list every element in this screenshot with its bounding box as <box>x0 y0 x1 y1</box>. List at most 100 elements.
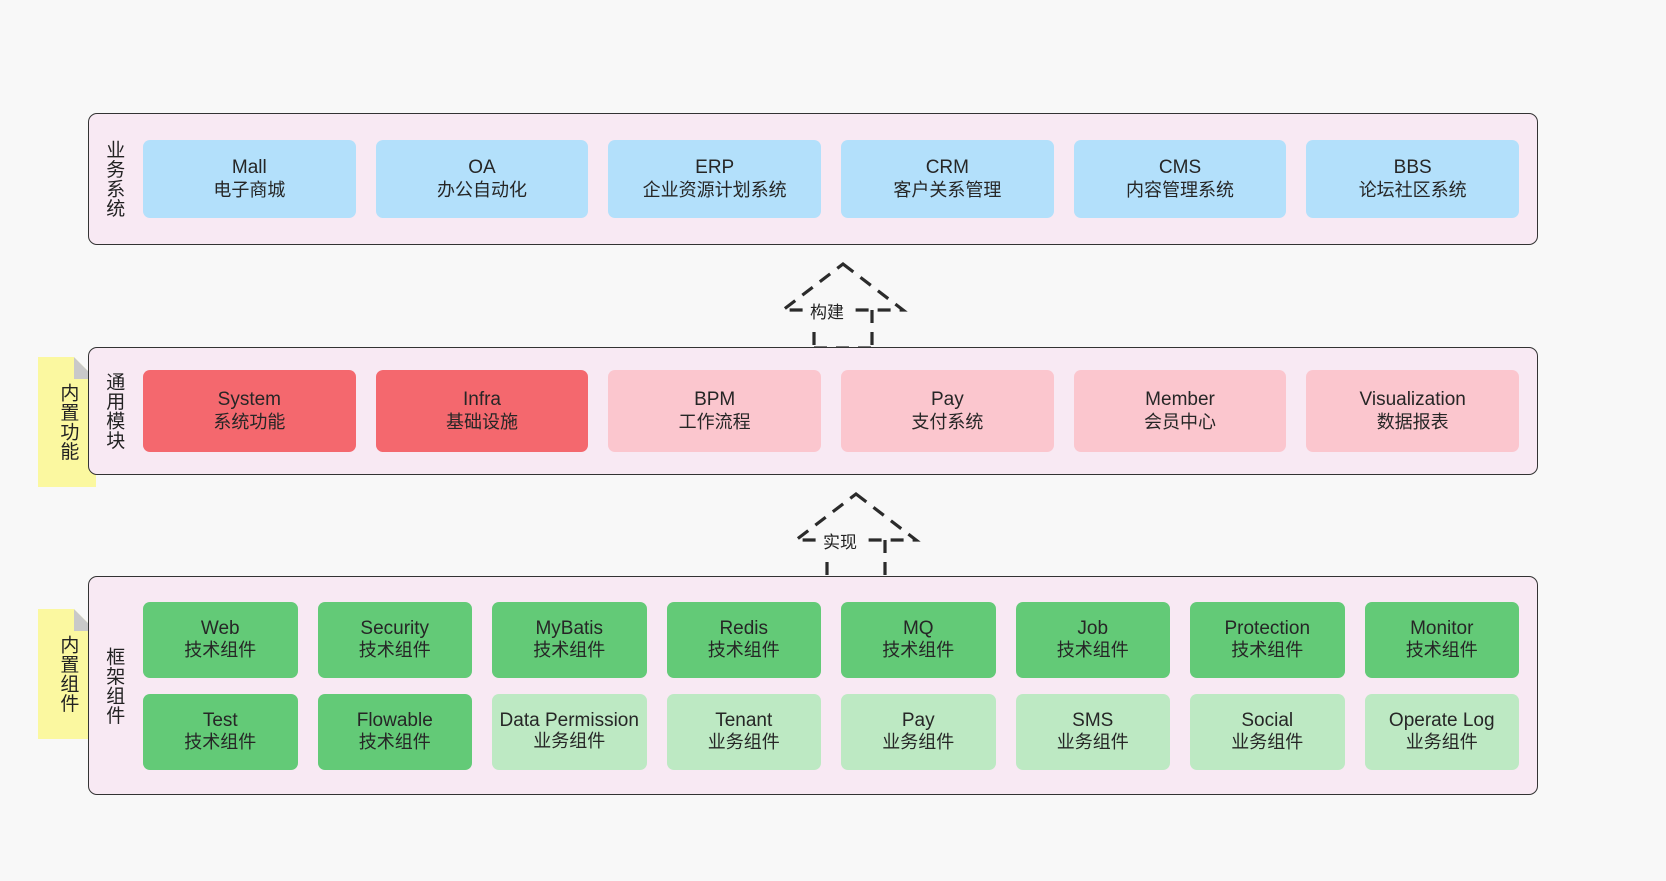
box-sms[interactable]: SMS 业务组件 <box>1015 693 1170 770</box>
box-title-en: CRM <box>925 157 969 179</box>
box-member[interactable]: Member 会员中心 <box>1073 370 1287 452</box>
box-title-en: Monitor <box>1410 617 1474 639</box>
box-title-cn: 业务组件 <box>1056 732 1129 753</box>
layer-title-common-modules: 通用模块 <box>103 372 125 450</box>
box-mq[interactable]: MQ 技术组件 <box>841 601 996 678</box>
box-title-cn: 工作流程 <box>678 411 751 432</box>
box-title-en: Data Permission <box>499 709 639 731</box>
box-title-cn: 业务组件 <box>882 732 955 753</box>
layer-title-business-systems: 业务系统 <box>103 140 125 218</box>
box-erp[interactable]: ERP 企业资源计划系统 <box>608 140 822 218</box>
connector-label-build: 构建 <box>807 298 847 323</box>
box-social[interactable]: Social 业务组件 <box>1190 693 1345 770</box>
box-title-en: Pay <box>901 709 935 731</box>
box-protection[interactable]: Protection 技术组件 <box>1190 601 1345 678</box>
layer-business-systems: 业务系统 Mall 电子商城 OA 办公自动化 ERP 企业资源计划系统 CRM… <box>88 113 1538 245</box>
box-title-en: OA <box>468 157 496 179</box>
layer-framework-components: 框架组件 Web 技术组件 Security 技术组件 MyBatis 技术组件… <box>88 576 1538 795</box>
box-title-cn: 数据报表 <box>1376 411 1449 432</box>
box-title-en: Job <box>1077 617 1109 639</box>
box-title-cn: 系统功能 <box>213 411 286 432</box>
box-tenant[interactable]: Tenant 业务组件 <box>666 693 821 770</box>
note-label: 内置功能 <box>57 383 79 461</box>
box-title-en: CMS <box>1158 157 1202 179</box>
connector-build: 构建 <box>755 258 935 350</box>
box-title-cn: 技术组件 <box>358 640 431 661</box>
box-title-en: Security <box>360 617 430 639</box>
box-title-cn: 技术组件 <box>1231 640 1304 661</box>
box-job[interactable]: Job 技术组件 <box>1015 601 1170 678</box>
layer-row: Web 技术组件 Security 技术组件 MyBatis 技术组件 Redi… <box>143 601 1519 678</box>
box-title-en: Protection <box>1224 617 1311 639</box>
box-title-en: Test <box>202 709 238 731</box>
box-crm[interactable]: CRM 客户关系管理 <box>841 140 1054 218</box>
box-title-en: Flowable <box>356 709 433 731</box>
box-pay-module[interactable]: Pay 支付系统 <box>841 370 1054 452</box>
box-title-cn: 技术组件 <box>184 640 257 661</box>
layer-row: System 系统功能 Infra 基础设施 BPM 工作流程 Pay 支付系统… <box>143 370 1520 452</box>
box-title-en: MyBatis <box>535 617 604 639</box>
box-bbs[interactable]: BBS 论坛社区系统 <box>1306 140 1520 218</box>
box-title-cn: 技术组件 <box>184 732 257 753</box>
box-mybatis[interactable]: MyBatis 技术组件 <box>492 601 647 678</box>
box-title-cn: 基础设施 <box>446 411 518 432</box>
connector-label-implement: 实现 <box>820 528 860 553</box>
box-title-cn: 内容管理系统 <box>1126 179 1235 200</box>
box-title-cn: 论坛社区系统 <box>1358 179 1467 200</box>
layer-body-business-systems: Mall 电子商城 OA 办公自动化 ERP 企业资源计划系统 CRM 客户关系… <box>137 114 1537 244</box>
box-flowable[interactable]: Flowable 技术组件 <box>317 693 472 770</box>
box-bpm[interactable]: BPM 工作流程 <box>608 370 822 452</box>
box-monitor[interactable]: Monitor 技术组件 <box>1364 601 1519 678</box>
box-data-permission[interactable]: Data Permission 业务组件 <box>492 693 647 770</box>
box-mall[interactable]: Mall 电子商城 <box>143 140 356 218</box>
box-title-en: Member <box>1145 389 1215 411</box>
box-title-en: Pay <box>930 389 964 411</box>
box-title-cn: 支付系统 <box>911 411 984 432</box>
connector-implement: 实现 <box>768 488 948 580</box>
box-oa[interactable]: OA 办公自动化 <box>375 140 589 218</box>
layer-common-modules: 通用模块 System 系统功能 Infra 基础设施 BPM 工作流程 Pay… <box>88 347 1538 475</box>
note-label: 内置组件 <box>57 635 79 713</box>
box-title-cn: 技术组件 <box>1056 640 1129 661</box>
box-title-cn: 会员中心 <box>1144 411 1217 432</box>
box-title-en: Redis <box>719 617 769 639</box>
box-redis[interactable]: Redis 技术组件 <box>666 601 821 678</box>
box-visualization[interactable]: Visualization 数据报表 <box>1306 370 1520 452</box>
box-title-en: ERP <box>695 157 735 179</box>
box-title-en: Web <box>200 617 240 639</box>
box-title-cn: 业务组件 <box>1405 732 1478 753</box>
layer-body-framework-components: Web 技术组件 Security 技术组件 MyBatis 技术组件 Redi… <box>137 577 1537 794</box>
box-test[interactable]: Test 技术组件 <box>143 693 298 770</box>
box-system[interactable]: System 系统功能 <box>143 370 356 452</box>
box-title-en: MQ <box>902 617 934 639</box>
box-title-cn: 客户关系管理 <box>893 179 1002 200</box>
box-title-cn: 业务组件 <box>707 732 780 753</box>
box-title-en: System <box>217 389 282 411</box>
box-title-cn: 技术组件 <box>358 732 431 753</box>
box-title-cn: 业务组件 <box>533 731 606 752</box>
box-infra[interactable]: Infra 基础设施 <box>375 370 589 452</box>
box-title-cn: 业务组件 <box>1231 732 1304 753</box>
box-title-en: Tenant <box>715 709 773 731</box>
box-title-en: BPM <box>694 389 736 411</box>
box-cms[interactable]: CMS 内容管理系统 <box>1073 140 1287 218</box>
box-operate-log[interactable]: Operate Log 业务组件 <box>1364 693 1519 770</box>
box-title-cn: 企业资源计划系统 <box>642 179 787 200</box>
box-web[interactable]: Web 技术组件 <box>143 601 298 678</box>
box-pay-component[interactable]: Pay 业务组件 <box>841 693 996 770</box>
layer-body-common-modules: System 系统功能 Infra 基础设施 BPM 工作流程 Pay 支付系统… <box>137 348 1537 474</box>
layer-row: Test 技术组件 Flowable 技术组件 Data Permission … <box>143 693 1519 770</box>
layer-title-framework-components: 框架组件 <box>103 646 125 725</box>
box-title-en: SMS <box>1072 709 1114 731</box>
layer-row: Mall 电子商城 OA 办公自动化 ERP 企业资源计划系统 CRM 客户关系… <box>143 140 1520 218</box>
note-builtin-features: 内置功能 <box>38 357 96 487</box>
box-title-en: BBS <box>1393 157 1432 179</box>
box-title-cn: 技术组件 <box>533 640 606 661</box>
box-title-cn: 办公自动化 <box>437 179 527 200</box>
box-title-cn: 技术组件 <box>1405 640 1478 661</box>
box-title-en: Social <box>1241 709 1294 731</box>
box-title-cn: 电子商城 <box>213 179 286 200</box>
box-title-en: Mall <box>231 157 267 179</box>
box-security[interactable]: Security 技术组件 <box>317 601 472 678</box>
